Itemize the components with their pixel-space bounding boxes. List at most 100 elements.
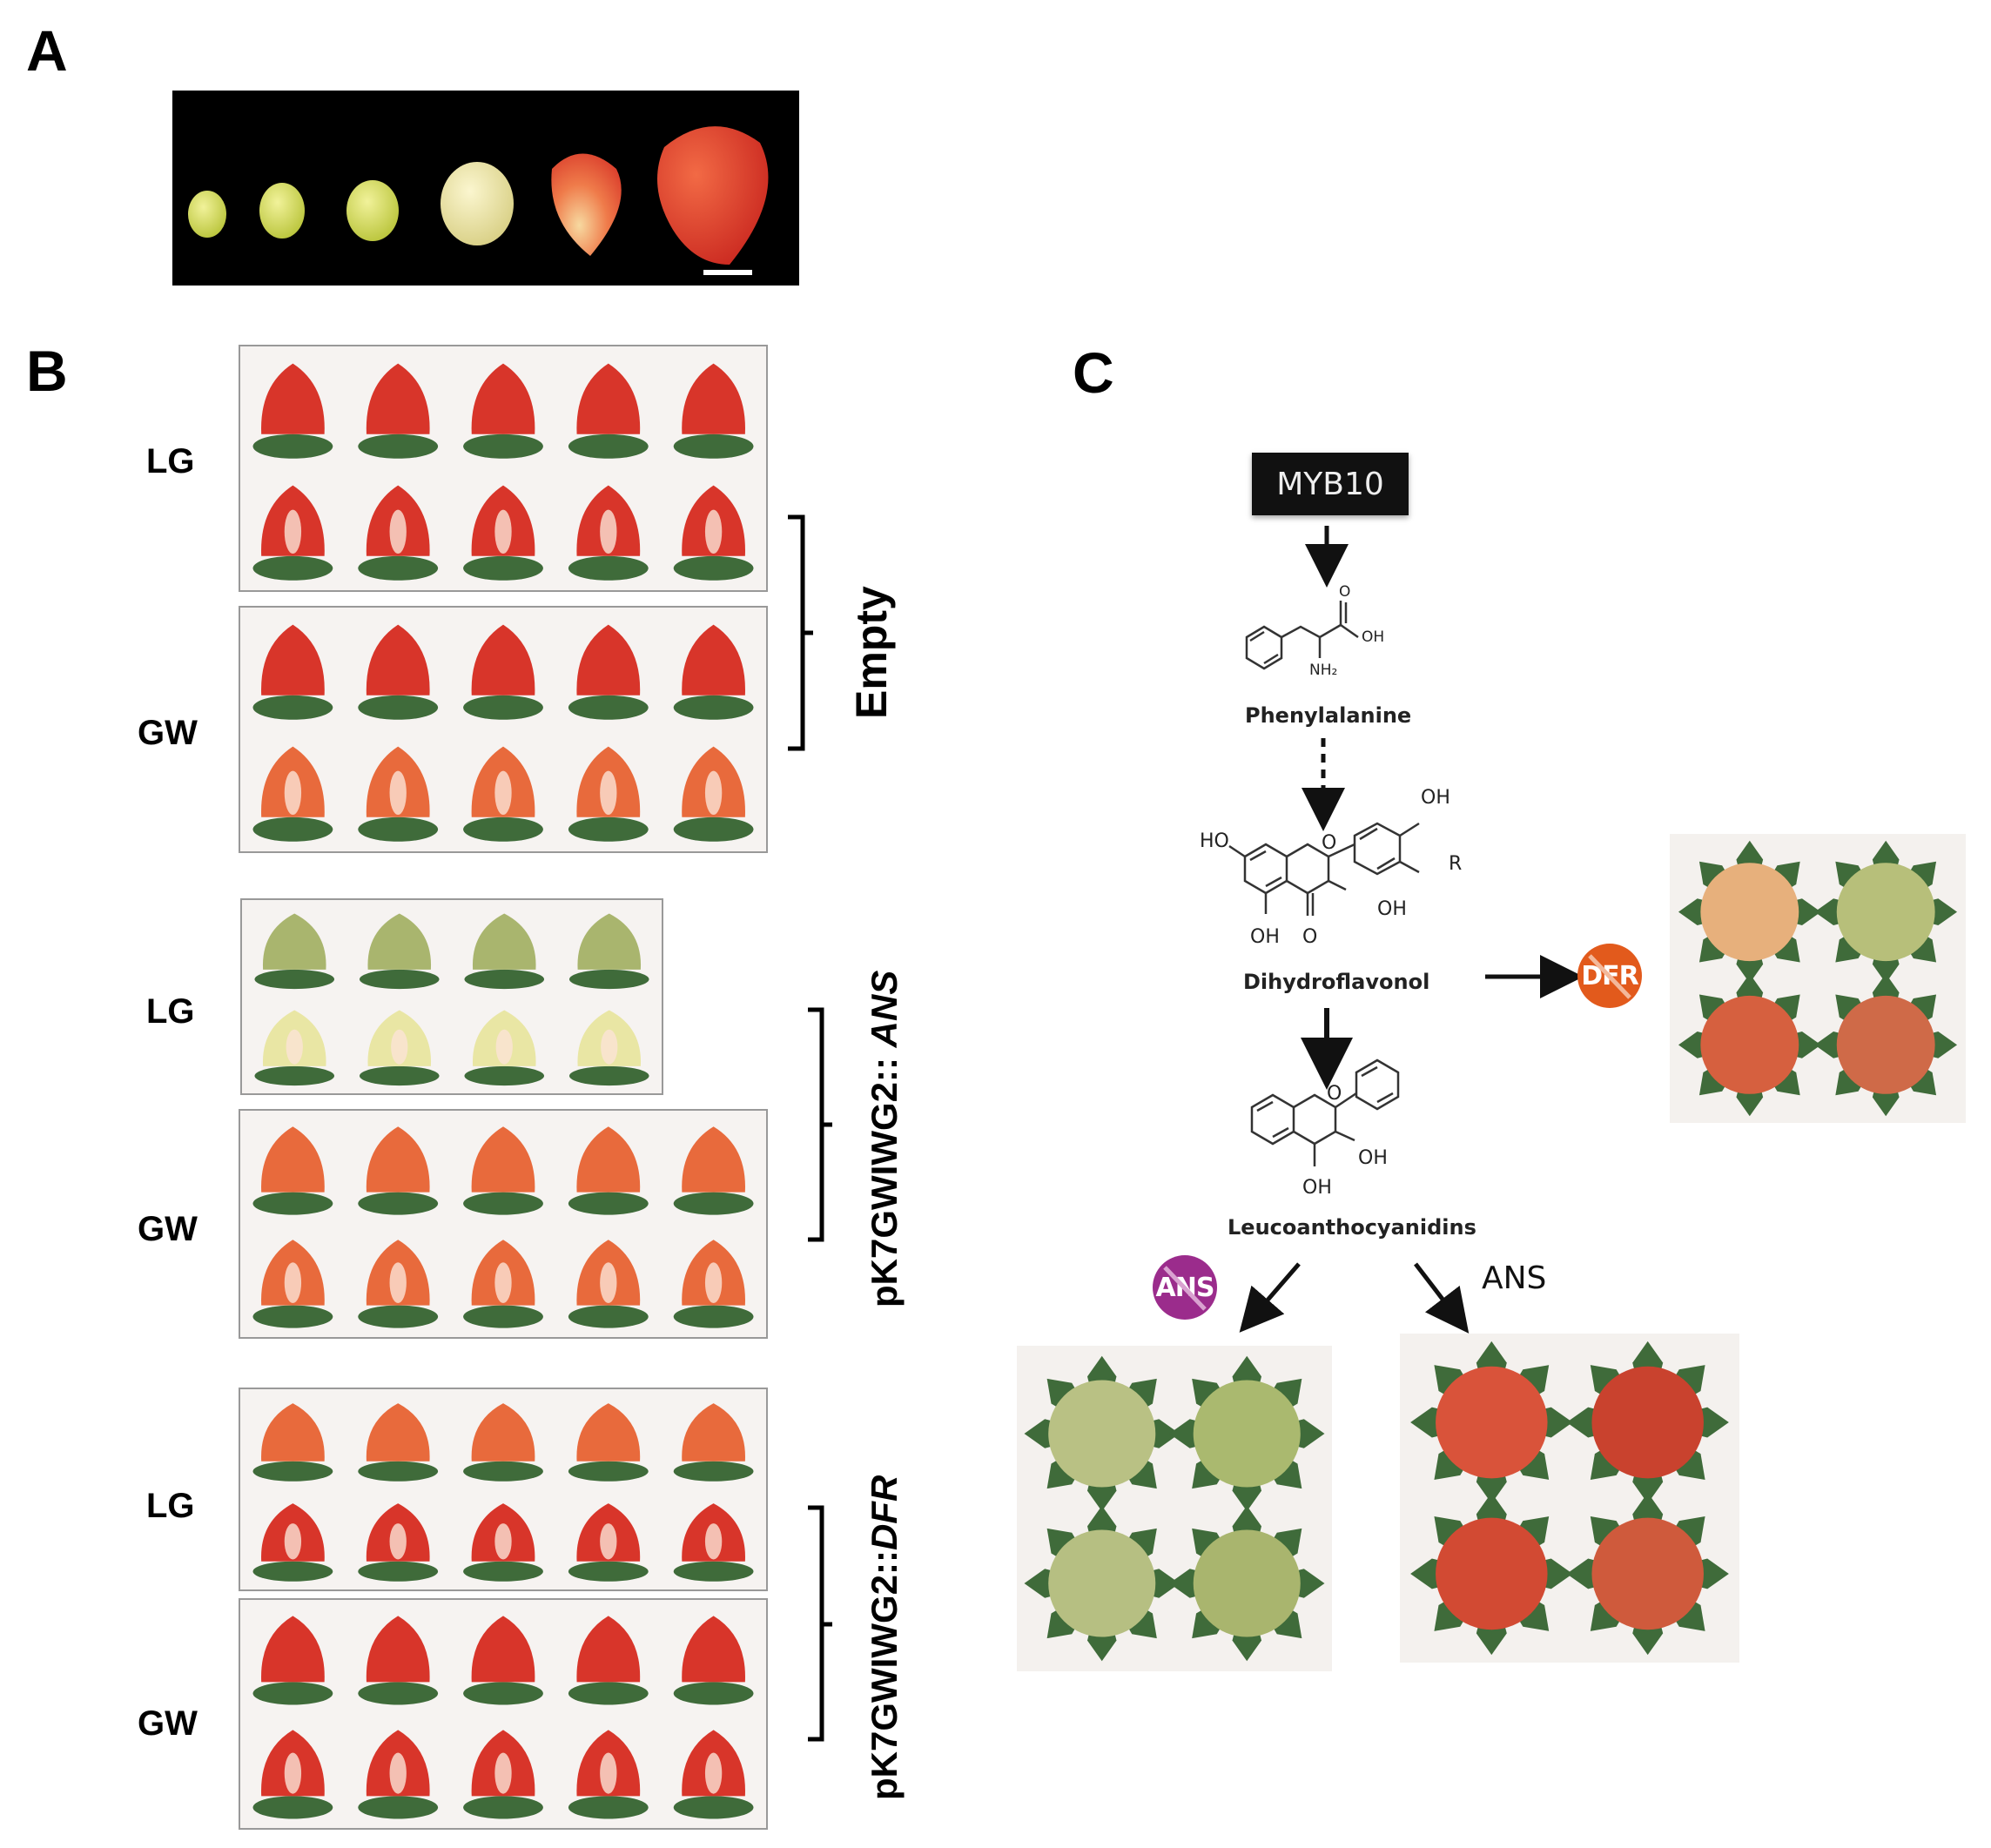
- strawberry-top-view: [1024, 1505, 1180, 1662]
- strawberry: [568, 1503, 649, 1582]
- atom-o-keto-dhf: O: [1302, 926, 1318, 948]
- leucoanthocyanidin-structure: [1250, 1058, 1400, 1166]
- atom-oh-c3-dhf: OH: [1377, 898, 1407, 920]
- strawberry: [463, 1616, 543, 1705]
- strawberry: [463, 746, 543, 842]
- stage-3-berry: [346, 180, 399, 241]
- stage-6-berry: [657, 126, 769, 265]
- strawberry-top-view: [1566, 1492, 1729, 1656]
- strawberry: [252, 1730, 333, 1819]
- strawberry: [358, 363, 439, 459]
- label-leucoanthocyanidins: Leucoanthocyanidins: [1228, 1215, 1476, 1240]
- photo-empty-lg: [239, 345, 768, 592]
- row-label-dfr-gw: GW: [138, 1704, 198, 1743]
- atom-oh-top-dhf: OH: [1421, 787, 1450, 809]
- ripening-stages-photo: [172, 91, 799, 286]
- photo-empty-gw: [239, 606, 768, 853]
- atom-nh2-phe: NH₂: [1309, 662, 1338, 679]
- atom-oh-bottom-dhf: OH: [1250, 926, 1280, 948]
- dihydroflavonol-structure: [1228, 822, 1420, 916]
- ans-slash: [1163, 1266, 1207, 1311]
- bracket-ans: [808, 1007, 832, 1242]
- strawberry: [252, 746, 333, 842]
- atom-o-phe: O: [1339, 583, 1351, 601]
- strawberry: [358, 485, 439, 581]
- photo-ans-blocked-phenotype: [1017, 1346, 1332, 1671]
- arrow-leuco-ans-active: [1414, 1262, 1470, 1334]
- strawberry: [673, 1616, 754, 1705]
- strawberry: [358, 1240, 439, 1328]
- strawberry: [358, 1126, 439, 1215]
- strawberry-top-view: [1024, 1355, 1180, 1512]
- row-label-ans-lg: LG: [146, 992, 195, 1031]
- label-phenylalanine: Phenylalanine: [1245, 703, 1412, 728]
- strawberry: [568, 1616, 649, 1705]
- strawberry: [568, 1403, 649, 1482]
- photo-ans-gw: [239, 1109, 768, 1339]
- strawberry: [463, 363, 543, 459]
- strawberry: [358, 624, 439, 720]
- atom-r-dhf: R: [1449, 853, 1463, 875]
- photo-dfr-phenotype: [1670, 834, 1966, 1123]
- strawberry: [252, 363, 333, 459]
- strawberry-top-view: [1410, 1492, 1573, 1656]
- ripening-stages-drawing: [188, 126, 769, 275]
- atom-oh-c4-leuco: OH: [1302, 1177, 1332, 1199]
- strawberry: [568, 1126, 649, 1215]
- panel-letter-b: B: [26, 339, 68, 403]
- strawberry: [358, 1503, 439, 1582]
- stage-1-berry: [188, 191, 226, 238]
- strawberry: [359, 1010, 440, 1086]
- strawberry: [568, 1010, 649, 1086]
- strawberry: [358, 1403, 439, 1482]
- strawberry: [568, 1240, 649, 1328]
- atom-o-ring-leuco: O: [1327, 1083, 1342, 1105]
- dfr-slash: [1588, 954, 1631, 999]
- label-dihydroflavonol: Dihydroflavonol: [1243, 970, 1430, 994]
- strawberry: [464, 913, 545, 990]
- strawberry: [358, 1730, 439, 1819]
- panel-letter-c: C: [1073, 340, 1114, 405]
- strawberry: [252, 1126, 333, 1215]
- strawberry: [254, 1010, 335, 1086]
- atom-o-ring-dhf: O: [1322, 832, 1337, 854]
- ans-active-label: ANS: [1482, 1260, 1547, 1296]
- photo-ans-active-phenotype: [1400, 1334, 1739, 1663]
- strawberry: [463, 624, 543, 720]
- photo-ans-lg: [240, 898, 663, 1095]
- atom-oh-c3-leuco: OH: [1358, 1147, 1388, 1169]
- strawberry: [568, 363, 649, 459]
- strawberry: [254, 913, 335, 990]
- row-label-dfr-lg: LG: [146, 1487, 195, 1525]
- strawberry-top-view: [1814, 973, 1958, 1117]
- strawberry-top-view: [1169, 1355, 1325, 1512]
- panel-letter-a: A: [26, 18, 68, 83]
- strawberry: [252, 485, 333, 581]
- strawberry-top-view: [1678, 973, 1821, 1117]
- strawberry: [252, 624, 333, 720]
- strawberry: [673, 746, 754, 842]
- strawberry: [568, 1730, 649, 1819]
- strawberry: [568, 746, 649, 842]
- strawberry: [673, 363, 754, 459]
- strawberry: [673, 1503, 754, 1582]
- strawberry-top-view: [1814, 840, 1958, 984]
- strawberry: [568, 485, 649, 581]
- strawberry: [463, 1126, 543, 1215]
- photo-dfr-gw: [239, 1598, 768, 1830]
- strawberry: [463, 1240, 543, 1328]
- strawberry-top-view: [1169, 1505, 1325, 1662]
- strawberry: [673, 1126, 754, 1215]
- strawberry: [673, 1730, 754, 1819]
- strawberry: [252, 1616, 333, 1705]
- strawberry: [359, 913, 440, 990]
- bracket-dfr: [808, 1505, 832, 1742]
- strawberry: [252, 1240, 333, 1328]
- atom-ho-dhf: HO: [1200, 830, 1229, 852]
- strawberry: [568, 624, 649, 720]
- arrow-leuco-ans-blocked: [1239, 1262, 1301, 1333]
- strawberry: [463, 485, 543, 581]
- strawberry: [463, 1503, 543, 1582]
